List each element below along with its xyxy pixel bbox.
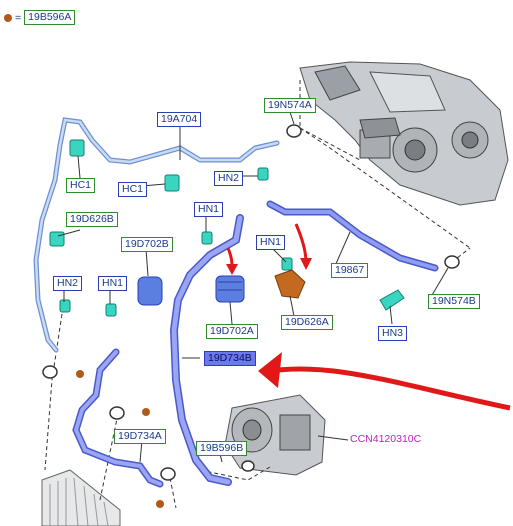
callout-19B596B[interactable]: 19B596B [196, 441, 248, 456]
callout-19867[interactable]: 19867 [331, 263, 369, 278]
callout-HN3[interactable]: HN3 [378, 326, 408, 341]
callout-HC1-b[interactable]: HC1 [118, 182, 148, 197]
callout-HC1-a[interactable]: HC1 [66, 178, 96, 193]
red-arrows [226, 223, 511, 411]
compressor-illustration [224, 394, 326, 476]
pipe-19867 [266, 200, 439, 272]
callout-19D702B[interactable]: 19D702B [121, 237, 173, 252]
filter-drier-19D702B [137, 276, 163, 306]
callout-HN1-left[interactable]: HN1 [98, 276, 128, 291]
seal-dots [76, 370, 164, 508]
callout-HN1-mid[interactable]: HN1 [256, 235, 286, 250]
callout-HN2-left[interactable]: HN2 [53, 276, 83, 291]
label-leaders [57, 111, 449, 463]
part-number-label: CCN4120310C [350, 433, 422, 445]
callout-HN2-top[interactable]: HN2 [214, 171, 244, 186]
callout-HN1-top[interactable]: HN1 [194, 202, 224, 217]
engine-illustration [299, 61, 509, 206]
pipe-19D734B [169, 214, 244, 486]
legend-equals: = [15, 11, 22, 24]
pipe-19A704 [33, 117, 280, 353]
valve-19D626A [274, 269, 306, 299]
callout-19N574A-top[interactable]: 19N574A [264, 98, 316, 113]
callout-19D734A[interactable]: 19D734A [114, 429, 166, 444]
o-rings [42, 124, 460, 481]
fittings [49, 139, 405, 317]
callout-19D702A[interactable]: 19D702A [206, 324, 258, 339]
seal-dot-icon [4, 13, 12, 22]
callout-19A704[interactable]: 19A704 [157, 112, 202, 127]
callout-19D626B[interactable]: 19D626B [66, 212, 118, 227]
pipe-19D734A [72, 348, 164, 488]
condenser-illustration [41, 469, 121, 526]
legend-code[interactable]: 19B596A [24, 10, 76, 25]
filter-drier-19D702A [215, 275, 245, 303]
legend: = 19B596A [4, 10, 76, 25]
callout-19D734B[interactable]: 19D734B [204, 351, 256, 366]
callout-19D626A[interactable]: 19D626A [281, 315, 333, 330]
callout-19N574B[interactable]: 19N574B [428, 294, 480, 309]
